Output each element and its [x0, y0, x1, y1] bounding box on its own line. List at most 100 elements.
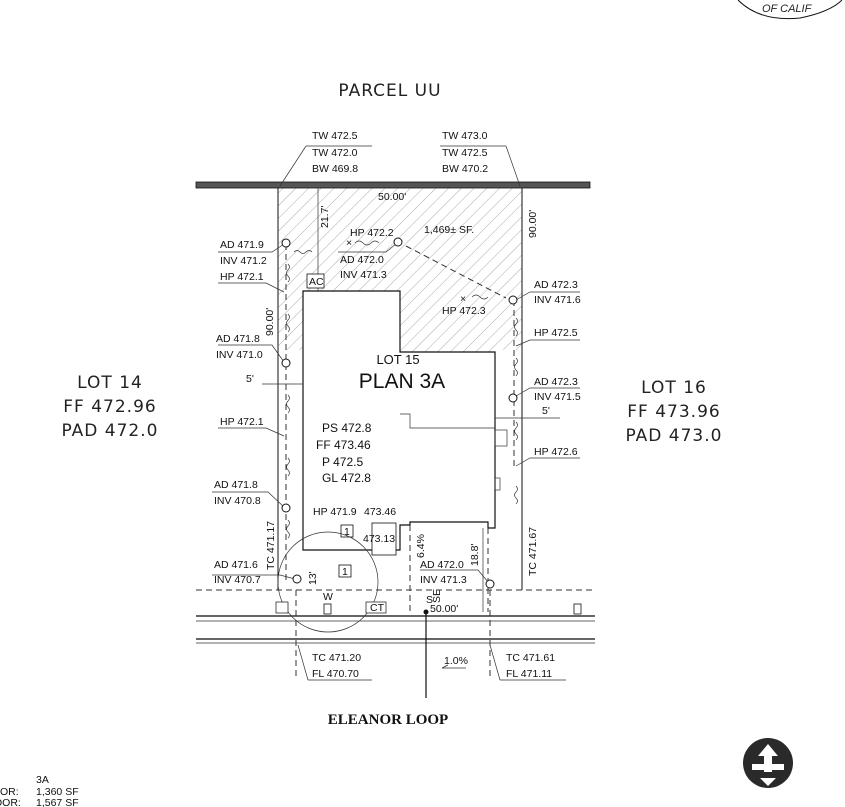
footer-row-1-value: 1,360 SF — [36, 786, 79, 798]
engineer-seal: OF CALIF — [737, 0, 843, 20]
left-drain-3-inv: INV 470.8 — [214, 495, 261, 507]
footer-row-2-label: OOR: — [0, 797, 21, 807]
ct-label: CT — [370, 602, 385, 614]
plan-label: PLAN 3A — [359, 370, 445, 393]
utility-box-right — [573, 603, 582, 615]
right-depth-dim: 90.00' — [527, 210, 539, 238]
rear-hp-1: HP 472.2 — [350, 227, 394, 239]
curb-left-fl: FL 470.70 — [312, 668, 359, 680]
north-arrow-icon — [743, 738, 793, 788]
front-left-dim: 13' — [307, 571, 319, 585]
ac-box — [306, 273, 325, 289]
left-depth-dim: 90.00' — [264, 308, 276, 336]
left-swale-arrows — [286, 250, 313, 539]
rear-drain-ad: AD 472.0 — [340, 254, 384, 266]
right-lot-number: LOT 16 — [641, 378, 707, 398]
rear-yard-hatch — [278, 188, 522, 352]
curb-right-fl: FL 471.11 — [506, 668, 552, 680]
driveway-slope: 6.4% — [415, 534, 427, 558]
note-tag-1-label: 1 — [344, 526, 350, 538]
right-lot-ff: FF 473.96 — [627, 402, 720, 422]
footer-plan: 3A — [36, 774, 49, 786]
rear-wall — [195, 181, 591, 189]
elev-gl: GL 472.8 — [322, 471, 371, 485]
note-tag-1 — [340, 524, 354, 538]
wall-right-tw1: TW 473.0 — [442, 130, 488, 142]
note-tag-2-label: 1 — [342, 566, 348, 578]
rear-setback-dim: 21.7' — [319, 206, 331, 228]
tree-canopy — [277, 531, 379, 633]
utility-box-left — [275, 601, 289, 614]
right-drain-2-ad: AD 472.3 — [534, 376, 578, 388]
bottom-width-dim: 50.00' — [430, 603, 458, 615]
left-drain-callouts — [212, 238, 302, 584]
seal-text: OF CALIF — [762, 3, 813, 15]
left-drain-2-ad: AD 471.8 — [216, 333, 260, 345]
house-bump — [494, 429, 508, 447]
left-drain-4-ad: AD 471.6 — [214, 559, 258, 571]
wall-callouts — [279, 145, 521, 187]
note-tag-2 — [338, 564, 352, 578]
left-lot-ff: FF 472.96 — [63, 397, 156, 417]
porch — [371, 522, 397, 556]
curb-left-top: TC 471.20 — [312, 652, 361, 664]
curb-right-top: TC 471.61 — [506, 652, 555, 664]
right-drain-1-inv: INV 471.6 — [534, 294, 581, 306]
curb-left-tc: TC 471.17 — [265, 521, 277, 570]
sewer-label: S — [426, 594, 433, 606]
house-bump-2 — [494, 477, 501, 491]
rear-drain-inv: INV 471.3 — [340, 269, 387, 281]
curb-right-tc: TC 471.67 — [527, 527, 539, 576]
right-lot-pad: PAD 473.0 — [626, 426, 723, 446]
sewer-easement-label: SE — [431, 589, 443, 603]
street-slope: 1.0% — [444, 655, 468, 667]
left-drain-1-inv: INV 471.2 — [220, 255, 267, 267]
parcel-label: PARCEL UU — [338, 81, 441, 101]
water-meter — [323, 603, 332, 615]
lot-number: LOT 15 — [376, 352, 419, 367]
front-setback-dim: 18.8' — [469, 544, 481, 566]
left-drain-4-inv: INV 470.7 — [214, 574, 261, 586]
curb-callouts — [297, 644, 566, 681]
right-drain-1-ad: AD 472.3 — [534, 279, 578, 291]
front-drain — [485, 579, 495, 589]
right-drain-callouts — [508, 291, 580, 467]
left-setback-dim: 5' — [246, 373, 254, 385]
wall-left-bw: BW 469.8 — [312, 163, 358, 175]
front-drain-inv: INV 471.3 — [420, 574, 467, 586]
left-lot-pad: PAD 472.0 — [62, 421, 159, 441]
street-name: ELEANOR LOOP — [328, 712, 448, 728]
porch-elev: 473.13 — [363, 533, 395, 545]
front-ff: 473.46 — [364, 506, 396, 518]
left-hp-2: HP 472.1 — [220, 416, 264, 428]
right-setback-dim: 5' — [542, 405, 550, 417]
right-drain-2-inv: INV 471.5 — [534, 391, 581, 403]
right-hp-1: HP 472.5 — [534, 327, 578, 339]
svg-text:×: × — [346, 237, 352, 249]
front-drain-ad: AD 472.0 — [420, 559, 464, 571]
house-interior-line — [400, 413, 495, 429]
right-hp-2: HP 472.6 — [534, 446, 578, 458]
front-drain-leader — [420, 569, 489, 583]
front-hp: HP 471.9 — [313, 506, 357, 518]
elev-ff: FF 473.46 — [316, 438, 371, 452]
wall-right-bw: BW 470.2 — [442, 163, 488, 175]
left-drain-2-inv: INV 471.0 — [216, 349, 263, 361]
left-drain-1-ad: AD 471.9 — [220, 239, 264, 251]
svg-text:×: × — [460, 293, 466, 305]
ac-label: AC — [309, 276, 324, 288]
wall-left-tw1: TW 472.5 — [312, 130, 358, 142]
top-width-dim: 50.00' — [378, 191, 406, 203]
footer-row-1-label: OR: — [0, 786, 19, 798]
sidewalk-and-curb — [196, 589, 595, 698]
water-label: W — [323, 591, 333, 603]
footer-row-2-value: 1,567 SF — [36, 797, 79, 807]
left-hp-1: HP 472.1 — [220, 271, 264, 283]
wall-left-tw2: TW 472.0 — [312, 147, 358, 159]
elev-p: P 472.5 — [322, 455, 363, 469]
rear-hp-2: HP 472.3 — [442, 305, 486, 317]
ct-box — [365, 601, 387, 614]
wall-right-tw2: TW 472.5 — [442, 147, 488, 159]
lot-area: 1,469± SF. — [424, 224, 474, 236]
